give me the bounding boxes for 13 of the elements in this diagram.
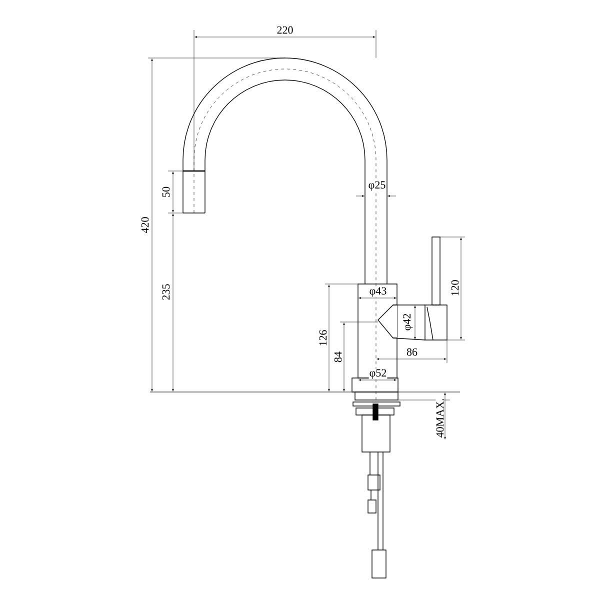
dimension-label: 220 bbox=[276, 26, 294, 34]
dimension-label: 86 bbox=[406, 348, 418, 356]
dimension-label: 235 bbox=[162, 283, 170, 301]
dimension-label: 120 bbox=[450, 279, 460, 297]
dimension-label: φ43 bbox=[368, 286, 388, 298]
dimension-label: φ25 bbox=[368, 180, 386, 192]
dimension-label: φ52 bbox=[368, 368, 388, 380]
dimension-label: 84 bbox=[334, 351, 342, 363]
dimension-label: 50 bbox=[162, 186, 170, 198]
dimension-label: φ42 bbox=[402, 312, 414, 332]
dimension-label: 126 bbox=[318, 329, 328, 347]
dimension-label: 40MAX. bbox=[436, 398, 444, 438]
dimension-label: 420 bbox=[140, 216, 150, 234]
